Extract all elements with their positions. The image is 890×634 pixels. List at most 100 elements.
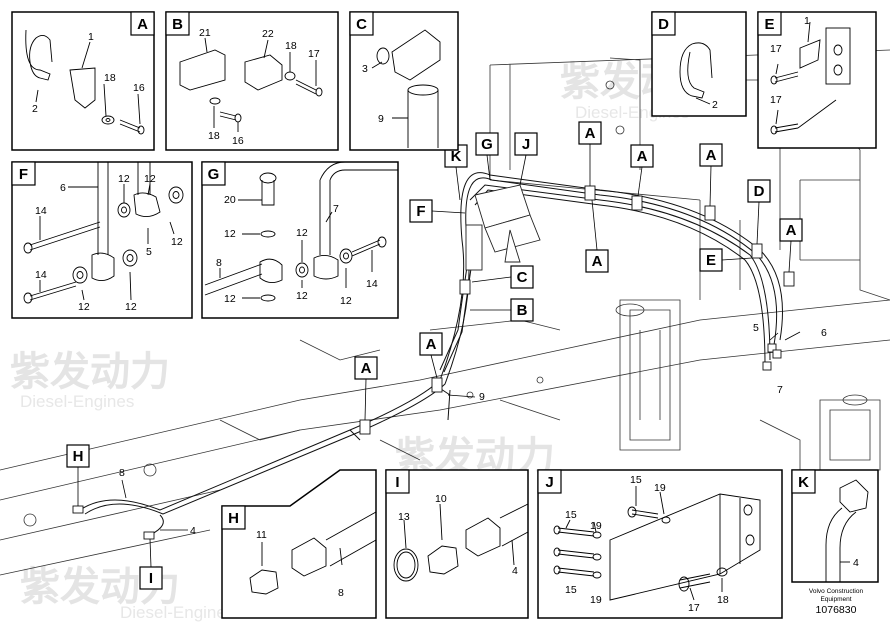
detail-j-part-19b: 19	[590, 520, 602, 532]
detail-j: J 15 19 15 19 15 19 17 18	[537, 469, 783, 619]
main-part-7: 7	[777, 384, 783, 396]
detail-e-letter-box	[757, 11, 782, 36]
detail-f-part-12a: 12	[118, 173, 130, 185]
detail-f-letter-box	[11, 161, 36, 186]
callout-a-7[interactable]: A	[354, 356, 378, 380]
detail-a-letter: A	[137, 16, 148, 33]
svg-text:G: G	[481, 136, 493, 153]
footer-number: 1076830	[816, 604, 857, 616]
clamp-2	[431, 377, 443, 393]
detail-b-letter-box	[165, 11, 190, 36]
detail-e: E 1 17 17	[757, 11, 877, 149]
watermark-cn-2: 紫发动力	[10, 350, 170, 394]
detail-e-part-1: 1	[804, 15, 810, 27]
valve-block	[465, 184, 541, 271]
detail-a-letter-box	[130, 11, 155, 36]
detail-g-part-20: 20	[224, 194, 236, 206]
callout-f[interactable]: F	[409, 199, 433, 223]
detail-f-part-6: 6	[60, 182, 66, 194]
detail-c-letter-box	[349, 11, 374, 36]
detail-f-part-12d: 12	[78, 301, 90, 313]
fitting-6	[772, 349, 782, 359]
detail-f-part-5: 5	[146, 246, 152, 258]
detail-h-letter-box	[221, 505, 246, 530]
callout-a-2[interactable]: A	[630, 144, 654, 168]
callout-a-6[interactable]: A	[419, 332, 443, 356]
detail-g-part-12a: 12	[224, 228, 236, 240]
detail-e-letter: E	[764, 16, 774, 33]
detail-g-part-12b: 12	[296, 227, 308, 239]
svg-text:J: J	[522, 136, 530, 153]
footer-line-2: Equipment	[820, 596, 851, 603]
callout-a-5[interactable]: A	[779, 218, 803, 242]
detail-b-letter: B	[172, 16, 183, 33]
detail-i-part-4: 4	[512, 565, 518, 577]
detail-d-letter: D	[658, 16, 669, 33]
callout-a-1[interactable]: A	[578, 121, 602, 145]
clamp-1	[359, 419, 371, 435]
detail-i-letter-box	[385, 469, 410, 494]
detail-k-letter-box	[791, 469, 816, 494]
detail-j-letter-box	[537, 469, 562, 494]
callout-c[interactable]: C	[510, 265, 534, 289]
detail-c-part-3: 3	[362, 63, 368, 75]
callout-g[interactable]: G	[475, 132, 499, 156]
clamp-8	[459, 279, 471, 295]
detail-e-part-17b: 17	[770, 94, 782, 106]
detail-h-part-11: 11	[256, 529, 267, 541]
detail-b-part-22: 22	[262, 28, 274, 40]
detail-j-part-18: 18	[717, 594, 729, 606]
detail-i-letter: I	[395, 474, 399, 491]
callout-i[interactable]: I	[139, 566, 163, 590]
detail-h: H 11 8	[221, 469, 377, 619]
detail-d-letter-box	[651, 11, 676, 36]
callout-h[interactable]: H	[66, 444, 90, 468]
detail-b: B 21 22 18 17 18 16	[165, 11, 339, 151]
detail-a-part-2: 2	[32, 103, 38, 115]
detail-b-part-18a: 18	[285, 40, 297, 52]
detail-j-letter: J	[545, 474, 553, 491]
detail-a-part-18: 18	[104, 72, 116, 84]
detail-e-part-17a: 17	[770, 43, 782, 55]
detail-g-part-12c: 12	[224, 293, 236, 305]
callout-d[interactable]: D	[747, 179, 771, 203]
fitting-5	[767, 343, 777, 353]
detail-f-part-12b: 12	[144, 173, 156, 185]
detail-f-part-14b: 14	[35, 269, 47, 281]
detail-a-part-16: 16	[133, 82, 145, 94]
svg-text:A: A	[361, 360, 372, 377]
detail-f-part-12e: 12	[125, 301, 137, 313]
callout-a-4[interactable]: A	[585, 249, 609, 273]
detail-c-part-9: 9	[378, 113, 384, 125]
main-part-8: 8	[119, 467, 125, 479]
fitting-i	[143, 531, 155, 540]
detail-j-part-19c: 19	[590, 594, 602, 606]
main-part-6: 6	[821, 327, 827, 339]
detail-h-letter: H	[228, 510, 239, 527]
svg-text:F: F	[416, 203, 425, 220]
main-part-4: 4	[190, 525, 196, 537]
detail-g-part-8: 8	[216, 257, 222, 269]
svg-text:A: A	[585, 125, 596, 142]
detail-h-part-8: 8	[338, 587, 344, 599]
detail-b-part-16: 16	[232, 135, 244, 147]
main-part-9: 9	[479, 391, 485, 403]
clamp-7	[783, 271, 795, 287]
detail-b-part-17: 17	[308, 48, 320, 60]
main-part-5: 5	[753, 322, 759, 334]
callout-e[interactable]: E	[699, 248, 723, 272]
detail-i-part-13: 13	[398, 511, 410, 523]
detail-d: D 2	[651, 11, 747, 117]
callout-b[interactable]: B	[510, 298, 534, 322]
detail-f: F 6 12 14 12 12 5 14 12 12	[11, 161, 193, 319]
detail-g-letter: G	[208, 166, 220, 183]
detail-g-part-7: 7	[333, 203, 339, 215]
detail-i-part-10: 10	[435, 493, 447, 505]
callout-a-3[interactable]: A	[699, 143, 723, 167]
detail-f-letter: F	[19, 166, 28, 183]
detail-c-letter: C	[356, 16, 367, 33]
svg-text:E: E	[706, 252, 716, 269]
footer-line-1: Volvo Construction	[809, 588, 864, 595]
callout-j[interactable]: J	[514, 132, 538, 156]
